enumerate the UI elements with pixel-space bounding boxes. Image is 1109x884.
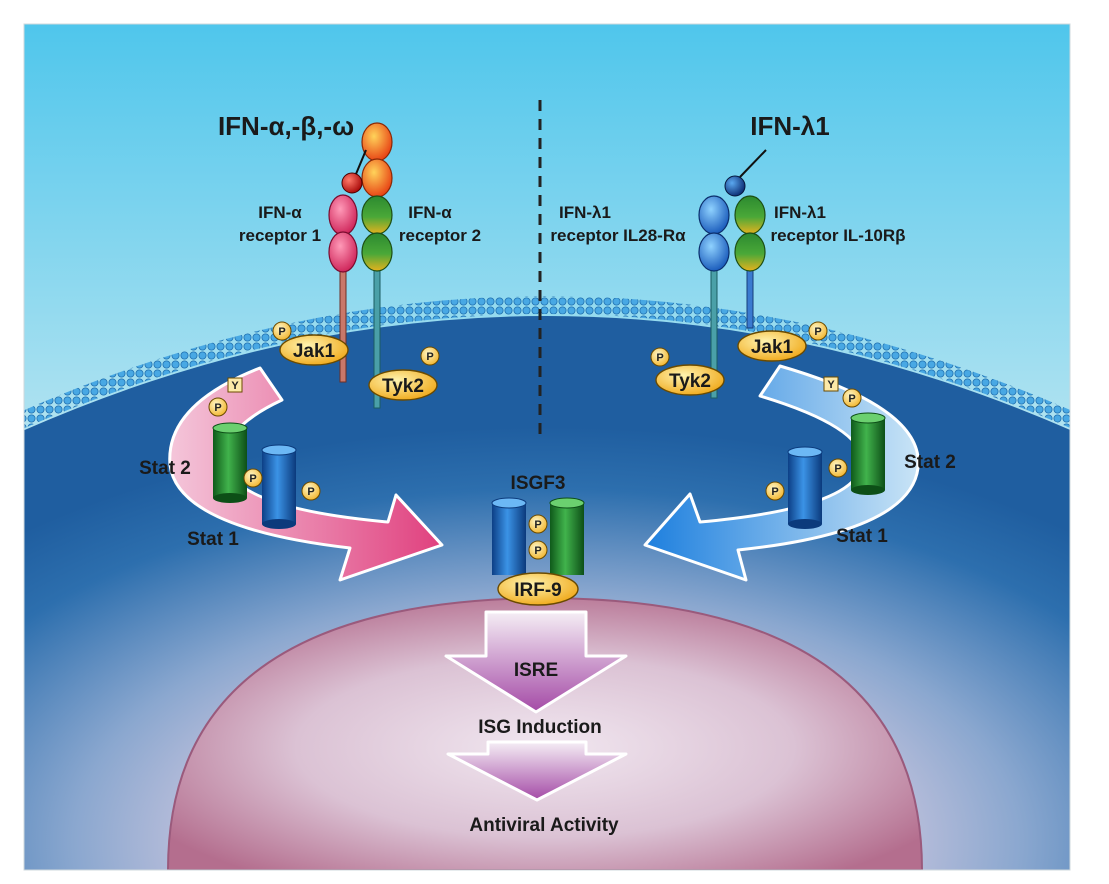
ifn-alpha-receptor-1-line1: IFN-α <box>258 203 302 222</box>
jak1-left: Jak1 <box>279 334 349 366</box>
jak1-right-label: Jak1 <box>751 337 794 358</box>
ifn-alpha-receptor-2-line2: receptor 2 <box>399 226 481 245</box>
svg-text:P: P <box>534 519 541 531</box>
ifn-alpha-ligand <box>341 172 363 194</box>
isg-induction-label: ISG Induction <box>478 717 602 738</box>
phospho-tyk2-right: P <box>650 347 670 367</box>
stat2-left <box>212 422 248 503</box>
tyrosine-marker-left: Y <box>227 377 243 393</box>
stat2-right-label: Stat 2 <box>904 452 956 473</box>
stat2-left-label: Stat 2 <box>139 458 191 479</box>
induction-arrow <box>446 740 628 802</box>
ifn-lambda-ligand <box>724 175 746 197</box>
ifn-alpha-receptor-2-line1: IFN-α <box>408 203 452 222</box>
tyrosine-marker-right: Y <box>823 376 839 392</box>
il10-receptor-line1: IFN-λ1 <box>774 203 826 222</box>
phospho-jak1-right: P <box>808 321 828 341</box>
svg-text:P: P <box>307 486 314 498</box>
stat1-left <box>261 444 297 529</box>
svg-text:P: P <box>426 351 433 363</box>
tyk2-right-label: Tyk2 <box>669 371 711 392</box>
svg-text:P: P <box>214 402 221 414</box>
svg-text:P: P <box>656 352 663 364</box>
phospho-stat2-left: P <box>243 468 263 488</box>
ifn-alpha-receptor-1 <box>328 194 358 383</box>
phospho-stat1-right: P <box>765 481 785 501</box>
tyk2-left: Tyk2 <box>368 369 438 401</box>
irf9 <box>497 572 579 606</box>
stat1-right-label: Stat 1 <box>836 526 888 547</box>
phospho-stat1-left: P <box>301 481 321 501</box>
svg-text:P: P <box>278 326 285 338</box>
stat1-left-label: Stat 1 <box>187 529 239 550</box>
stat1-right <box>787 446 823 529</box>
svg-text:P: P <box>534 545 541 557</box>
tyk2-right: Tyk2 <box>655 364 725 396</box>
irf9-label: IRF-9 <box>514 580 562 601</box>
ifn-alpha-receptor-2 <box>361 122 393 409</box>
isre-label: ISRE <box>514 660 558 681</box>
svg-text:P: P <box>848 393 855 405</box>
il10-receptor-line2: receptor IL-10Rβ <box>770 226 905 245</box>
ifn-lambda1-label: IFN-λ1 <box>750 111 829 141</box>
isgf3-complex: P P IRF-9 <box>491 497 585 606</box>
il28-receptor-line1: IFN-λ1 <box>559 203 611 222</box>
svg-text:P: P <box>834 463 841 475</box>
svg-text:P: P <box>771 486 778 498</box>
ifn-alpha-beta-omega-label: IFN-α,-β,-ω <box>218 111 354 141</box>
phospho-isgf3-bottom: P <box>528 540 548 560</box>
il28-receptor-line2: receptor IL28-Rα <box>550 226 686 245</box>
svg-text:P: P <box>814 326 821 338</box>
il10-receptor-beta <box>734 195 766 329</box>
isgf3-label: ISGF3 <box>511 473 566 494</box>
svg-text:Y: Y <box>827 379 835 391</box>
il28-receptor-alpha <box>698 195 730 399</box>
isre-arrow <box>444 610 628 714</box>
phospho-tyk2-left: P <box>420 346 440 366</box>
phospho-stat2-right: P <box>828 458 848 478</box>
phospho-stat2-right-top: P <box>842 388 862 408</box>
phospho-jak1-left: P <box>272 321 292 341</box>
jak1-right: Jak1 <box>737 330 807 362</box>
phospho-stat2-left-top: P <box>208 397 228 417</box>
svg-text:P: P <box>249 473 256 485</box>
ifn-alpha-receptor-1-line2: receptor 1 <box>239 226 321 245</box>
antiviral-activity-label: Antiviral Activity <box>469 815 619 836</box>
jak1-left-label: Jak1 <box>293 341 336 362</box>
stat2-right <box>850 412 886 495</box>
phospho-isgf3-top: P <box>528 514 548 534</box>
tyk2-left-label: Tyk2 <box>382 376 424 397</box>
svg-text:Y: Y <box>231 380 239 392</box>
